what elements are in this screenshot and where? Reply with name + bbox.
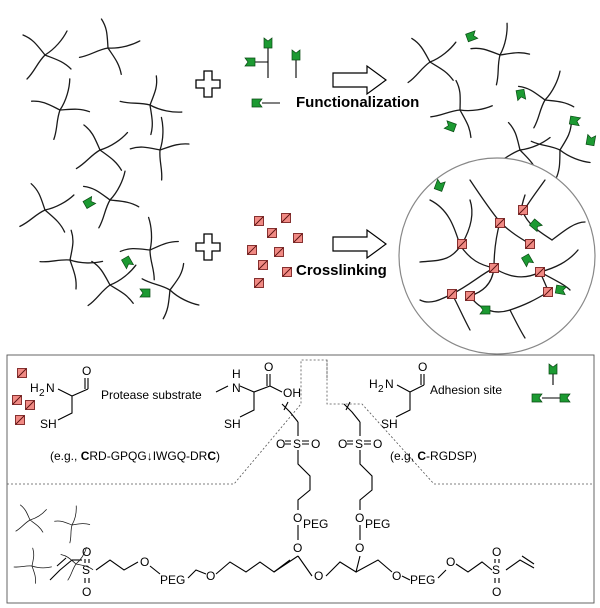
svg-text:S: S bbox=[293, 437, 301, 451]
svg-text:O: O bbox=[492, 585, 501, 599]
svg-text:O: O bbox=[82, 585, 91, 599]
hydrogel-network-circle bbox=[398, 157, 596, 355]
svg-text:O: O bbox=[355, 541, 364, 555]
svg-text:OH: OH bbox=[283, 386, 301, 400]
peg-vinyl-sulfone-structure: S O O O PEG O S O O O PEG O S O O O PEG bbox=[49, 401, 535, 599]
crosslinker-squares bbox=[247, 213, 303, 288]
cysteine-cooh-structure: H N O OH SH bbox=[215, 360, 301, 431]
svg-text:2: 2 bbox=[378, 384, 384, 395]
arrow-functionalization bbox=[332, 64, 388, 96]
svg-text:O: O bbox=[492, 545, 501, 559]
svg-text:PEG: PEG bbox=[365, 517, 390, 531]
plus-sign-1 bbox=[195, 70, 221, 98]
row-1-unfunctionalized-polymer bbox=[22, 15, 196, 184]
svg-text:O: O bbox=[82, 364, 91, 378]
svg-text:N: N bbox=[232, 381, 241, 395]
svg-text:PEG: PEG bbox=[160, 573, 185, 587]
svg-text:O: O bbox=[311, 437, 320, 451]
svg-text:H: H bbox=[30, 381, 39, 395]
plus-sign-2 bbox=[195, 233, 221, 261]
svg-text:PEG: PEG bbox=[410, 573, 435, 587]
functionalization-label: Functionalization bbox=[296, 94, 419, 111]
svg-text:O: O bbox=[314, 569, 323, 583]
adhesion-site-label: Adhesion site bbox=[430, 383, 502, 397]
svg-text:O: O bbox=[140, 555, 149, 569]
svg-text:N: N bbox=[46, 381, 55, 395]
svg-text:O: O bbox=[446, 555, 455, 569]
svg-text:O: O bbox=[355, 511, 364, 525]
svg-text:O: O bbox=[338, 437, 347, 451]
arrow-crosslinking bbox=[332, 228, 388, 260]
svg-text:O: O bbox=[293, 541, 302, 555]
cysteine-adhesion-structure: H 2 N O SH bbox=[369, 360, 427, 431]
svg-text:PEG: PEG bbox=[303, 517, 328, 531]
svg-text:SH: SH bbox=[40, 417, 57, 431]
svg-text:S: S bbox=[82, 563, 90, 577]
svg-text:O: O bbox=[206, 569, 215, 583]
svg-text:O: O bbox=[293, 511, 302, 525]
chemistry-panel bbox=[6, 354, 595, 604]
svg-text:O: O bbox=[418, 360, 427, 374]
svg-text:H: H bbox=[369, 377, 378, 391]
svg-text:2: 2 bbox=[39, 388, 45, 399]
protease-substrate-label: Protease substrate bbox=[101, 388, 202, 402]
svg-text:H: H bbox=[232, 367, 241, 381]
svg-text:O: O bbox=[373, 437, 382, 451]
protease-example-label: (e.g., CRD-GPQG↓IWGQ-DRC) bbox=[50, 449, 220, 463]
svg-text:N: N bbox=[385, 377, 394, 391]
svg-text:O: O bbox=[264, 360, 273, 374]
svg-text:S: S bbox=[355, 437, 363, 451]
svg-text:SH: SH bbox=[224, 417, 241, 431]
adhesion-flags-small bbox=[531, 363, 571, 403]
crosslinking-label: Crosslinking bbox=[296, 262, 387, 279]
adhesion-ligands-legend bbox=[244, 37, 301, 108]
svg-text:SH: SH bbox=[381, 417, 398, 431]
svg-text:O: O bbox=[392, 569, 401, 583]
svg-text:S: S bbox=[492, 563, 500, 577]
adhesion-example-label: (e.g, C-RGDSP) bbox=[390, 449, 477, 463]
cysteine-protease-structure: H 2 N O SH bbox=[30, 364, 91, 431]
row-2-functionalized-polymer bbox=[15, 169, 201, 322]
svg-text:O: O bbox=[82, 545, 91, 559]
svg-text:O: O bbox=[276, 437, 285, 451]
